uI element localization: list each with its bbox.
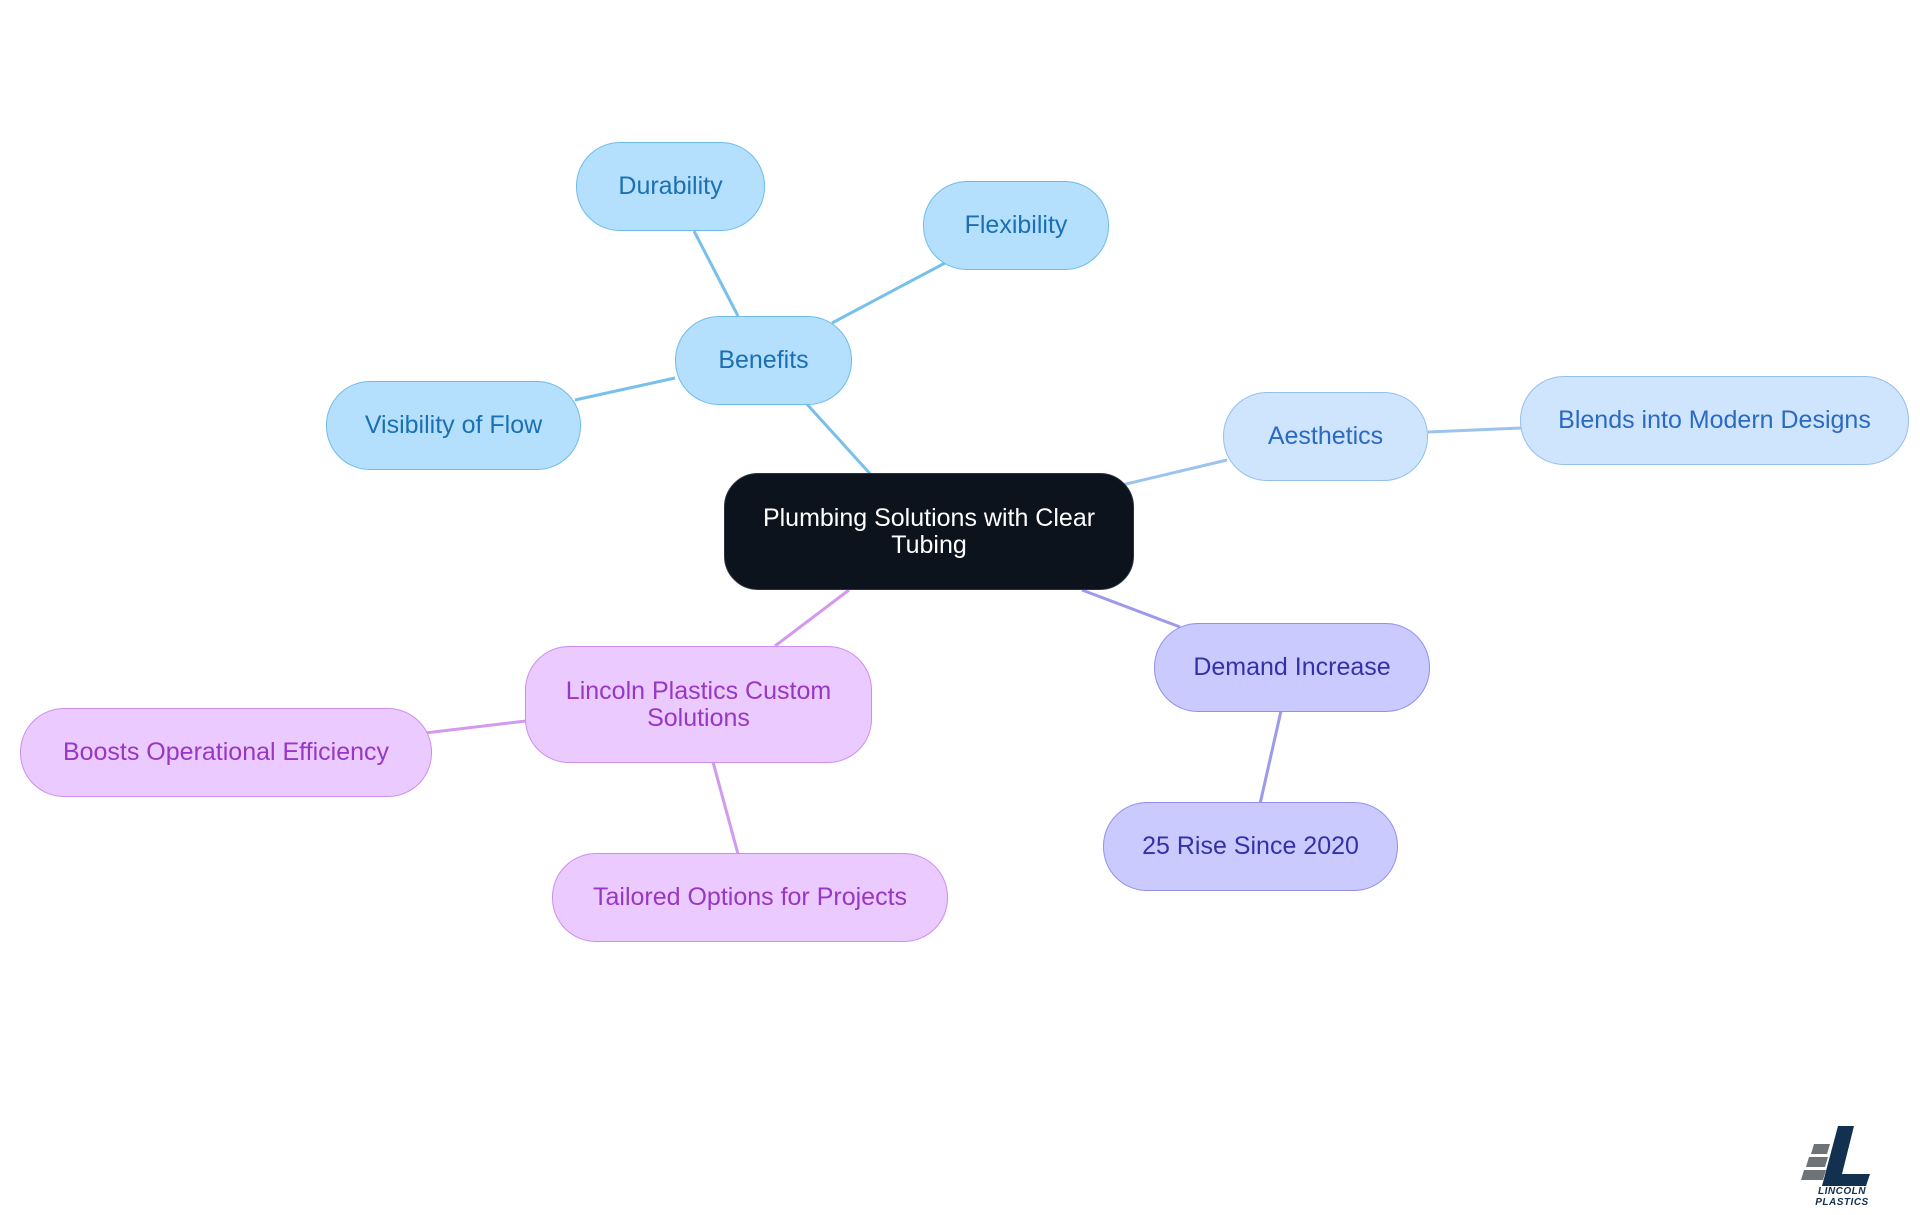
- node-durability[interactable]: Durability: [576, 142, 765, 231]
- node-lincoln-plastics-custom-solutions[interactable]: Lincoln Plastics Custom Solutions: [525, 646, 872, 763]
- edge-root-aesthetics: [1121, 458, 1228, 487]
- node-demand-increase[interactable]: Demand Increase: [1154, 623, 1430, 712]
- edge-root-benefits: [803, 400, 875, 479]
- node-visibility-of-flow-label: Visibility of Flow: [364, 411, 543, 439]
- edge-benefits-flexibility: [831, 261, 946, 325]
- node-blends-into-modern-designs-label: Blends into Modern Designs: [1558, 406, 1871, 434]
- edge-lincoln-boosts: [424, 719, 527, 735]
- node-boosts-operational-efficiency[interactable]: Boosts Operational Efficiency: [20, 708, 432, 797]
- node-durability-label: Durability: [618, 172, 723, 200]
- root-node-label: Plumbing Solutions with Clear Tubing: [762, 503, 1096, 559]
- node-lincoln-plastics-custom-solutions-label: Lincoln Plastics Custom Solutions: [565, 676, 832, 732]
- node-tailored-options-for-projects-label: Tailored Options for Projects: [592, 883, 908, 911]
- edge-root-lincoln: [774, 588, 850, 648]
- node-aesthetics-label: Aesthetics: [1267, 422, 1384, 450]
- node-demand-increase-label: Demand Increase: [1193, 653, 1391, 681]
- node-aesthetics[interactable]: Aesthetics: [1223, 392, 1428, 481]
- edge-benefits-durability: [692, 230, 740, 317]
- edge-demand-rise: [1258, 710, 1283, 805]
- edge-root-demand: [1081, 588, 1181, 629]
- edge-aesthetics-blends: [1427, 426, 1522, 434]
- node-25-rise-since-2020[interactable]: 25 Rise Since 2020: [1103, 802, 1398, 891]
- node-flexibility[interactable]: Flexibility: [923, 181, 1109, 270]
- node-flexibility-label: Flexibility: [964, 211, 1068, 239]
- logo-wordmark: LINCOLN PLASTICS: [1815, 1186, 1869, 1208]
- edge-benefits-visibility: [574, 376, 676, 402]
- root-node[interactable]: Plumbing Solutions with Clear Tubing: [724, 473, 1134, 590]
- node-25-rise-since-2020-label: 25 Rise Since 2020: [1142, 832, 1359, 860]
- edge-lincoln-tailored: [711, 761, 740, 855]
- node-boosts-operational-efficiency-label: Boosts Operational Efficiency: [62, 738, 390, 766]
- lincoln-plastics-logo-icon: [1801, 1126, 1870, 1186]
- node-blends-into-modern-designs[interactable]: Blends into Modern Designs: [1520, 376, 1909, 465]
- node-benefits-label: Benefits: [718, 346, 809, 374]
- node-benefits[interactable]: Benefits: [675, 316, 852, 405]
- node-visibility-of-flow[interactable]: Visibility of Flow: [326, 381, 581, 470]
- node-tailored-options-for-projects[interactable]: Tailored Options for Projects: [552, 853, 948, 942]
